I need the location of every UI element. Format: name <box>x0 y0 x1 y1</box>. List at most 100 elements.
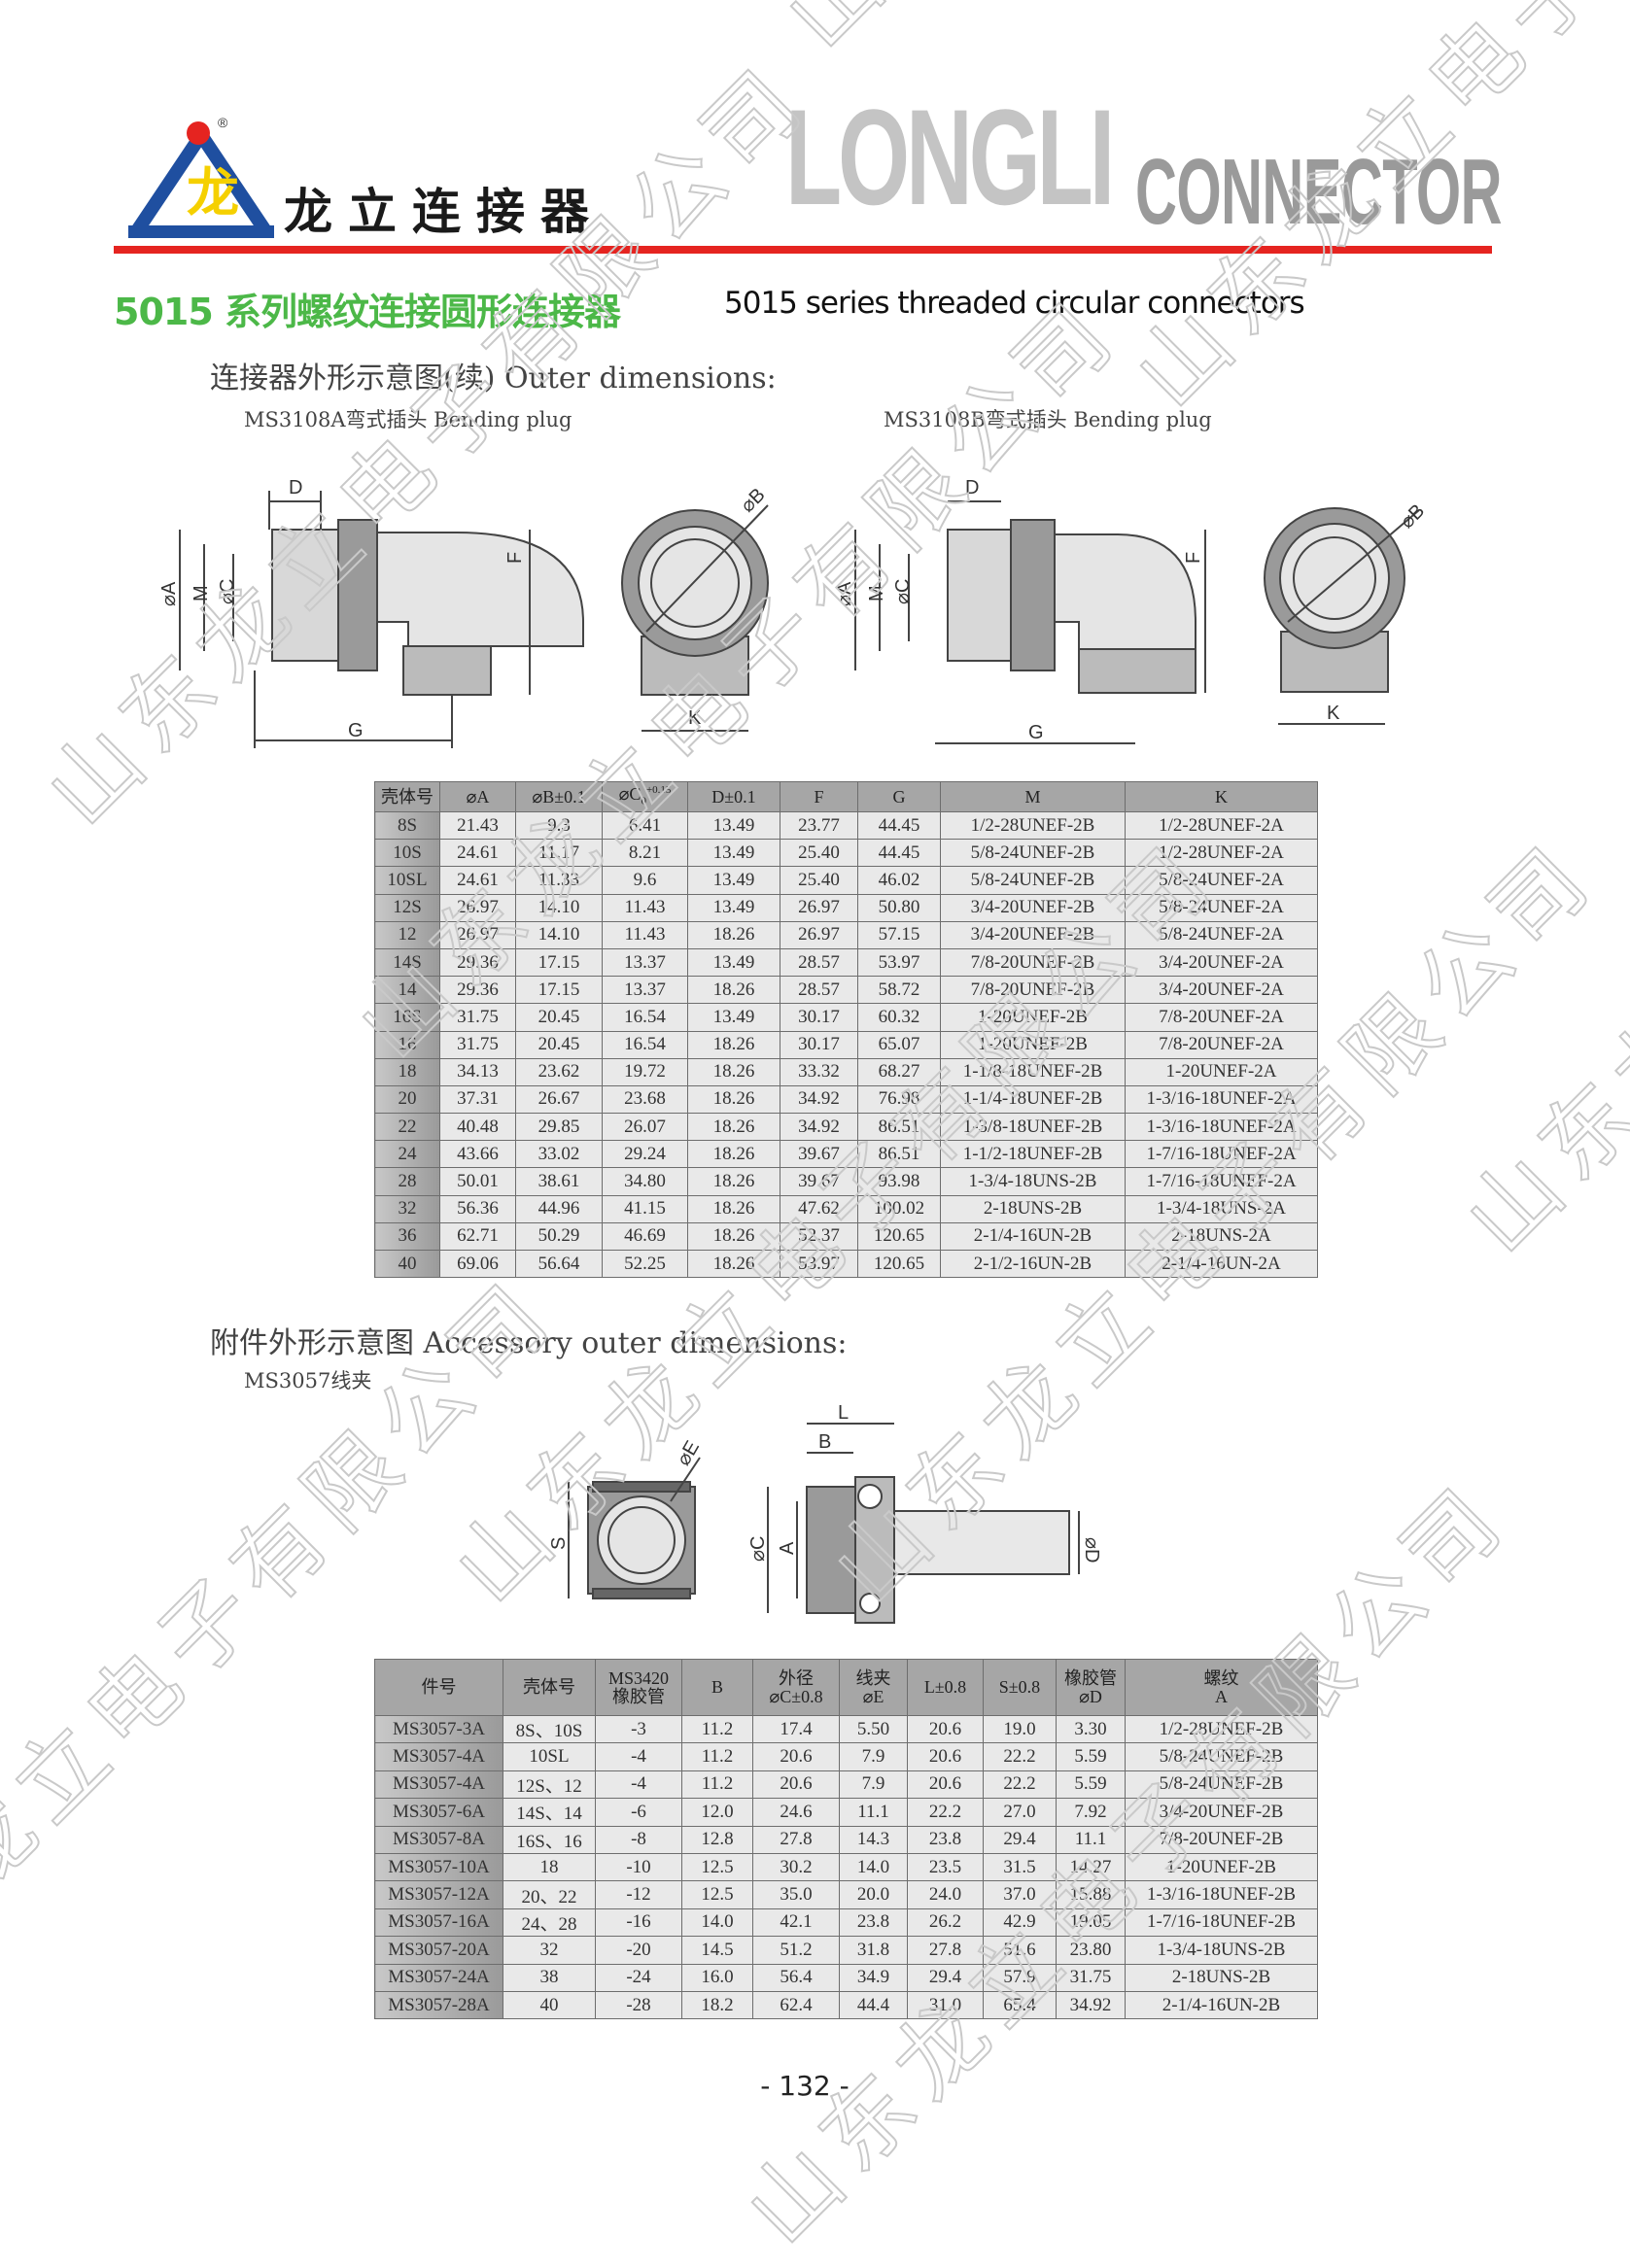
table-cell: 26.67 <box>515 1084 603 1115</box>
table-cell: 13.49 <box>687 947 780 978</box>
table-cell: 33.02 <box>515 1140 603 1169</box>
column-header-label: K <box>1215 786 1228 807</box>
part-number-cell: MS3057-28A <box>374 1990 503 2020</box>
dim-label-f-b: F <box>1183 552 1204 564</box>
page-title-en: 5015 series threaded circular connectors <box>724 286 1305 321</box>
table-cell: 18.26 <box>687 1194 780 1223</box>
table-cell: 18.26 <box>687 1140 780 1169</box>
table-cell: 62.71 <box>439 1221 516 1252</box>
table-cell: 86.51 <box>857 1140 941 1169</box>
column-header: S±0.8 <box>983 1659 1057 1716</box>
table-cell: 15.88 <box>1056 1880 1126 1909</box>
table-cell: -8 <box>595 1825 682 1854</box>
table-cell: 56.4 <box>752 1963 840 1992</box>
table-cell: 5.59 <box>1056 1742 1126 1771</box>
table-cell: 86.51 <box>857 1113 941 1142</box>
table-cell: 14.3 <box>839 1825 908 1854</box>
dim-label-l: L <box>838 1402 849 1424</box>
table-cell: 46.69 <box>602 1221 688 1252</box>
table-cell: 44.4 <box>839 1990 908 2020</box>
table-cell: 20、22 <box>503 1880 596 1909</box>
table-cell: 2-1/4-16UN-2B <box>1125 1990 1318 2020</box>
table-cell: 1-3/16-18UNEF-2B <box>1125 1880 1318 1909</box>
dim-label-m-b: M <box>866 585 887 601</box>
part-number-cell: MS3057-8A <box>374 1825 503 1854</box>
table-cell: 47.62 <box>780 1194 858 1223</box>
table-cell: 68.27 <box>857 1057 941 1086</box>
table-cell: 76.98 <box>857 1084 941 1115</box>
column-header-line1: 线夹 <box>855 1667 891 1688</box>
table-cell: 14.0 <box>681 1907 753 1938</box>
table-cell: 18.26 <box>687 920 780 949</box>
table-cell: 1-1/8-18UNEF-2B <box>940 1057 1126 1086</box>
table-cell: 12.8 <box>681 1825 753 1854</box>
shell-size-cell: 28 <box>374 1167 440 1196</box>
logo-glyph: 龙 <box>187 162 239 223</box>
table-cell: 30.17 <box>780 1030 858 1059</box>
ms3108b-end-view <box>1264 507 1420 725</box>
table-cell: 37.0 <box>983 1880 1057 1909</box>
table-cell: 1-20UNEF-2B <box>940 1030 1126 1059</box>
table-cell: 5/8-24UNEF-2A <box>1125 920 1318 949</box>
table-cell: 23.8 <box>907 1825 984 1854</box>
column-header: ⌀B±0.1 <box>515 781 603 812</box>
table-cell: 18.26 <box>687 1113 780 1142</box>
table-cell: 16.54 <box>602 1003 688 1032</box>
table-cell: 24.61 <box>439 839 516 868</box>
table-cell: 43.66 <box>439 1140 516 1169</box>
column-header: 壳体号 <box>374 781 440 812</box>
column-header-line1: 壳体号 <box>523 1677 575 1698</box>
column-header-line1: 橡胶管 <box>1064 1667 1117 1688</box>
table-cell: 41.15 <box>602 1194 688 1223</box>
table-cell: 26.2 <box>907 1907 984 1938</box>
column-header: B <box>681 1659 753 1716</box>
table-cell: 62.4 <box>752 1990 840 2020</box>
table-cell: 14.0 <box>839 1852 908 1882</box>
dim-label-m: M <box>191 585 212 601</box>
table-cell: 34.92 <box>780 1084 858 1115</box>
table-cell: 10SL <box>503 1742 596 1771</box>
dim-label-c: ⌀C <box>217 579 238 604</box>
table-cell: 38.61 <box>515 1167 603 1196</box>
table-cell: 39.67 <box>780 1140 858 1169</box>
table-cell: 13.37 <box>602 976 688 1005</box>
table-cell: 7.92 <box>1056 1798 1126 1827</box>
table-cell: 19.0 <box>983 1714 1057 1744</box>
column-header-label: F <box>814 786 824 807</box>
column-header: M <box>940 781 1126 812</box>
table-cell: 24.0 <box>907 1880 984 1909</box>
table-cell: 60.32 <box>857 1003 941 1032</box>
table-cell: 34.13 <box>439 1057 516 1086</box>
table-cell: 17.15 <box>515 976 603 1005</box>
table-cell: 14S、14 <box>503 1798 596 1827</box>
dim-label-f: F <box>504 552 526 564</box>
table-cell: 24.6 <box>752 1798 840 1827</box>
column-header-label: 壳体号 <box>381 786 434 807</box>
shell-size-cell: 14 <box>374 976 440 1005</box>
table-cell: 11.1 <box>1056 1825 1126 1854</box>
table-cell: 18.26 <box>687 1057 780 1086</box>
ms3057-front-view <box>568 1457 701 1599</box>
table-cell: 18.26 <box>687 1167 780 1196</box>
table-cell: 23.8 <box>839 1907 908 1938</box>
section-heading-accessory: 附件外形示意图 Accessory outer dimensions: <box>210 1326 848 1360</box>
table-cell: 1-20UNEF-2A <box>1125 1057 1318 1086</box>
shell-size-cell: 32 <box>374 1194 440 1223</box>
column-header-sup: +0.15 <box>645 784 672 797</box>
shell-size-cell: 24 <box>374 1140 440 1169</box>
part-number-cell: MS3057-4A <box>374 1742 503 1771</box>
table-cell: 31.0 <box>907 1990 984 2020</box>
table-cell: 51.2 <box>752 1936 840 1965</box>
table-cell: 57.9 <box>983 1963 1057 1992</box>
